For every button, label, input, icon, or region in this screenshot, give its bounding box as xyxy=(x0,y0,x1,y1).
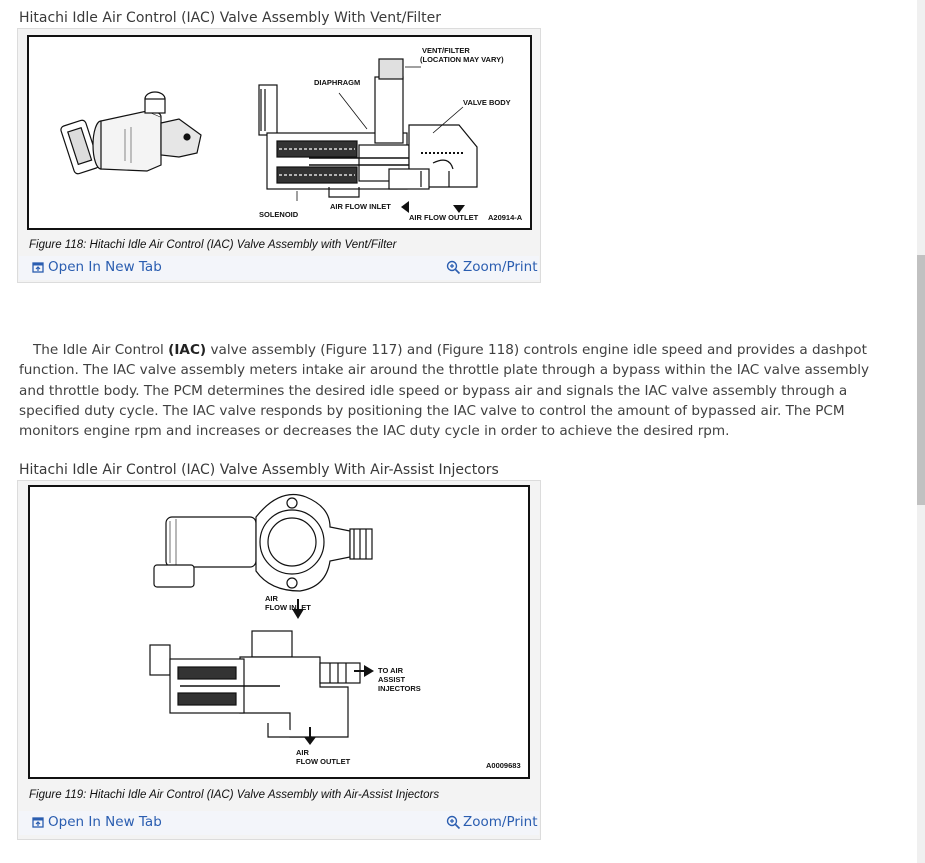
label-to-air: TO AIR xyxy=(378,666,404,675)
label-figure-code: A20914-A xyxy=(488,213,523,222)
label-flow-inlet: FLOW INLET xyxy=(265,603,311,612)
figure-118-container: VENT/FILTER (LOCATION MAY VARY) DIAPHRAG… xyxy=(17,28,541,283)
figure-118-title: Hitachi Idle Air Control (IAC) Valve Ass… xyxy=(19,10,442,26)
figure-119-container: AIR FLOW INLET TO AIR ASSIST INJECTORS A… xyxy=(17,480,541,840)
paragraph-lead: The Idle Air Control xyxy=(33,342,169,358)
iac-vent-filter-illustration: VENT/FILTER (LOCATION MAY VARY) DIAPHRAG… xyxy=(60,46,523,222)
label-vent-filter: VENT/FILTER xyxy=(422,46,470,55)
paragraph-body: valve assembly (Figure 117) and (Figure … xyxy=(19,342,870,440)
scrollbar-thumb[interactable] xyxy=(917,255,925,505)
label-air-outlet: AIR xyxy=(296,748,310,757)
open-in-new-tab-button[interactable]: Open In New Tab xyxy=(32,259,162,275)
iac-air-assist-illustration: AIR FLOW INLET TO AIR ASSIST INJECTORS A… xyxy=(149,493,521,770)
paragraph-bold-term: (IAC) xyxy=(168,342,207,358)
zoom-print-button[interactable]: Zoom/Print xyxy=(446,814,538,830)
label-diaphragm: DIAPHRAGM xyxy=(314,78,360,87)
figure-118-caption: Figure 118: Hitachi Idle Air Control (IA… xyxy=(29,239,397,251)
zoom-print-label: Zoom/Print xyxy=(463,259,538,275)
label-vent-location: (LOCATION MAY VARY) xyxy=(420,55,504,64)
figure-118-diagram: VENT/FILTER (LOCATION MAY VARY) DIAPHRAG… xyxy=(27,35,532,230)
zoom-print-label: Zoom/Print xyxy=(463,814,538,830)
label-valve-body: VALVE BODY xyxy=(463,98,511,107)
zoom-in-icon xyxy=(446,260,461,274)
figure-119-diagram: AIR FLOW INLET TO AIR ASSIST INJECTORS A… xyxy=(28,485,530,779)
label-solenoid: SOLENOID xyxy=(259,210,299,219)
figure-119-actions: Open In New Tab Zoom/Print xyxy=(19,811,539,835)
label-assist: ASSIST xyxy=(378,675,406,684)
zoom-in-icon xyxy=(446,815,461,829)
open-in-new-tab-button[interactable]: Open In New Tab xyxy=(32,814,162,830)
open-in-new-tab-icon xyxy=(32,262,44,273)
iac-description-paragraph: The Idle Air Control (IAC) valve assembl… xyxy=(19,340,891,441)
open-in-new-tab-label: Open In New Tab xyxy=(48,259,162,275)
label-air: AIR xyxy=(265,594,279,603)
open-in-new-tab-icon xyxy=(32,817,44,828)
label-air-flow-outlet: AIR FLOW OUTLET xyxy=(409,213,479,222)
figure-119-caption: Figure 119: Hitachi Idle Air Control (IA… xyxy=(29,789,440,801)
figure-118-actions: Open In New Tab Zoom/Print xyxy=(19,256,539,280)
label-injectors: INJECTORS xyxy=(378,684,421,693)
open-in-new-tab-label: Open In New Tab xyxy=(48,814,162,830)
label-figure-code: A0009683 xyxy=(486,761,521,770)
zoom-print-button[interactable]: Zoom/Print xyxy=(446,259,538,275)
label-air-flow-inlet: AIR FLOW INLET xyxy=(330,202,391,211)
figure-119-title: Hitachi Idle Air Control (IAC) Valve Ass… xyxy=(19,462,499,478)
label-flow-outlet: FLOW OUTLET xyxy=(296,757,351,766)
